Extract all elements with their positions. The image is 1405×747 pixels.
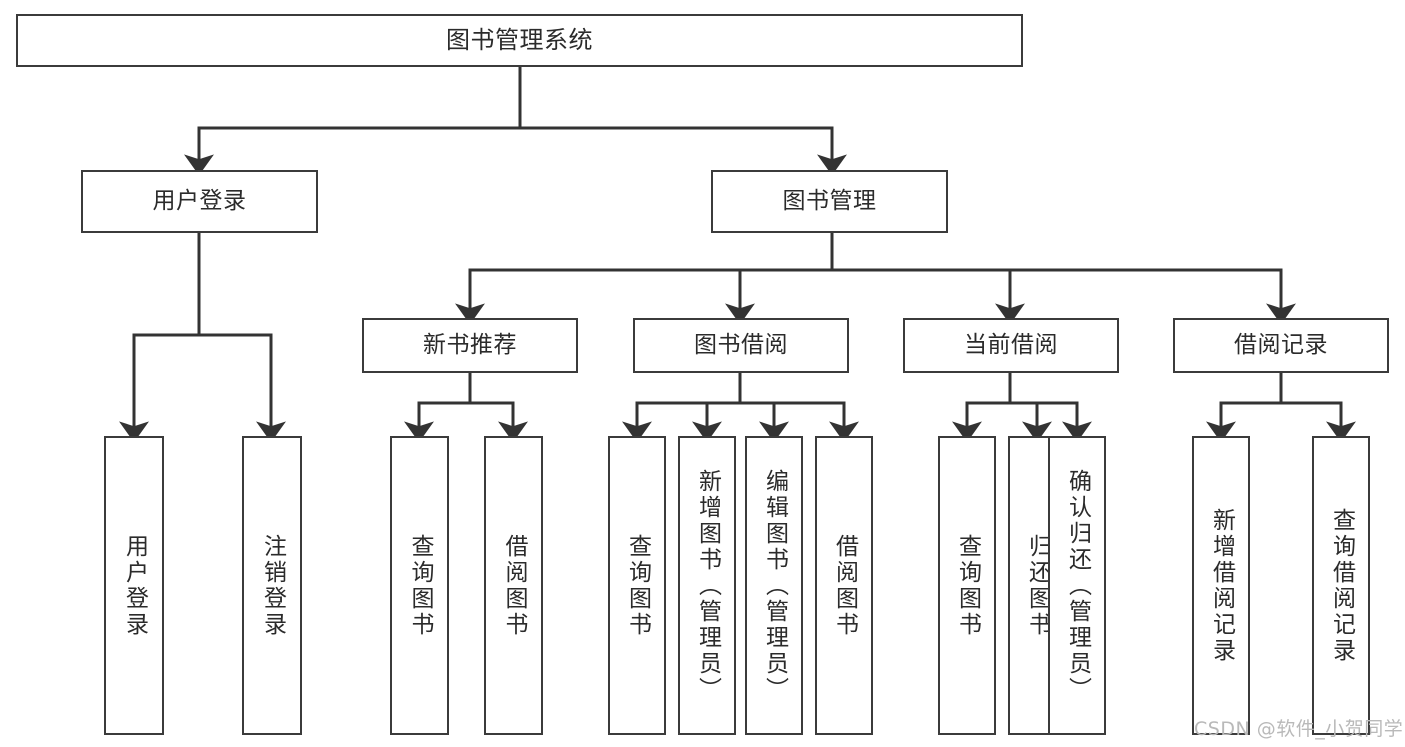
- node-book-management-label: 图书管理: [782, 188, 877, 215]
- node-leaf-borrow-query-book-label: 查询图书: [624, 533, 651, 638]
- node-leaf-current-confirm-return[interactable]: 确认归还（管理员）: [1048, 436, 1106, 735]
- node-book-management[interactable]: 图书管理: [711, 170, 948, 233]
- node-leaf-record-add[interactable]: 新增借阅记录: [1192, 436, 1250, 735]
- node-root-system[interactable]: 图书管理系统: [16, 14, 1023, 67]
- node-leaf-user-login-signin[interactable]: 用户登录: [104, 436, 164, 735]
- node-leaf-record-add-label: 新增借阅记录: [1208, 507, 1235, 664]
- node-leaf-borrow-edit-book[interactable]: 编辑图书（管理员）: [745, 436, 803, 735]
- node-new-book-recommend[interactable]: 新书推荐: [362, 318, 578, 373]
- node-leaf-current-confirm-return-label: 确认归还（管理员）: [1064, 468, 1091, 703]
- node-user-login-label: 用户登录: [152, 188, 247, 215]
- node-leaf-borrow-borrow-book[interactable]: 借阅图书: [815, 436, 873, 735]
- node-leaf-record-query-label: 查询借阅记录: [1328, 507, 1355, 664]
- node-current-borrow[interactable]: 当前借阅: [903, 318, 1119, 373]
- node-leaf-user-login-signout[interactable]: 注销登录: [242, 436, 302, 735]
- node-leaf-borrow-borrow-book-label: 借阅图书: [831, 533, 858, 638]
- node-leaf-new-book-query[interactable]: 查询图书: [390, 436, 449, 735]
- node-root-system-label: 图书管理系统: [446, 25, 593, 54]
- csdn-watermark: CSDN @软件_小贺同学: [1194, 718, 1404, 740]
- node-user-login[interactable]: 用户登录: [81, 170, 318, 233]
- node-leaf-current-query-book-label: 查询图书: [954, 533, 981, 638]
- node-book-borrow-label: 图书借阅: [694, 332, 788, 359]
- node-new-book-recommend-label: 新书推荐: [423, 332, 517, 359]
- node-leaf-borrow-query-book[interactable]: 查询图书: [608, 436, 666, 735]
- node-borrow-record[interactable]: 借阅记录: [1173, 318, 1389, 373]
- node-leaf-current-query-book[interactable]: 查询图书: [938, 436, 996, 735]
- node-leaf-current-return-book-label: 归还图书: [1024, 533, 1051, 638]
- node-leaf-user-login-signout-label: 注销登录: [259, 533, 286, 638]
- node-leaf-record-query[interactable]: 查询借阅记录: [1312, 436, 1370, 735]
- node-leaf-borrow-edit-book-label: 编辑图书（管理员）: [761, 468, 788, 703]
- node-leaf-borrow-add-book[interactable]: 新增图书（管理员）: [678, 436, 736, 735]
- node-borrow-record-label: 借阅记录: [1234, 332, 1328, 359]
- node-current-borrow-label: 当前借阅: [964, 332, 1058, 359]
- node-book-borrow[interactable]: 图书借阅: [633, 318, 849, 373]
- node-leaf-borrow-add-book-label: 新增图书（管理员）: [694, 468, 721, 703]
- node-leaf-new-book-query-label: 查询图书: [407, 533, 433, 638]
- node-leaf-user-login-signin-label: 用户登录: [121, 533, 148, 638]
- node-leaf-new-book-borrow[interactable]: 借阅图书: [484, 436, 543, 735]
- node-leaf-new-book-borrow-label: 借阅图书: [501, 533, 527, 638]
